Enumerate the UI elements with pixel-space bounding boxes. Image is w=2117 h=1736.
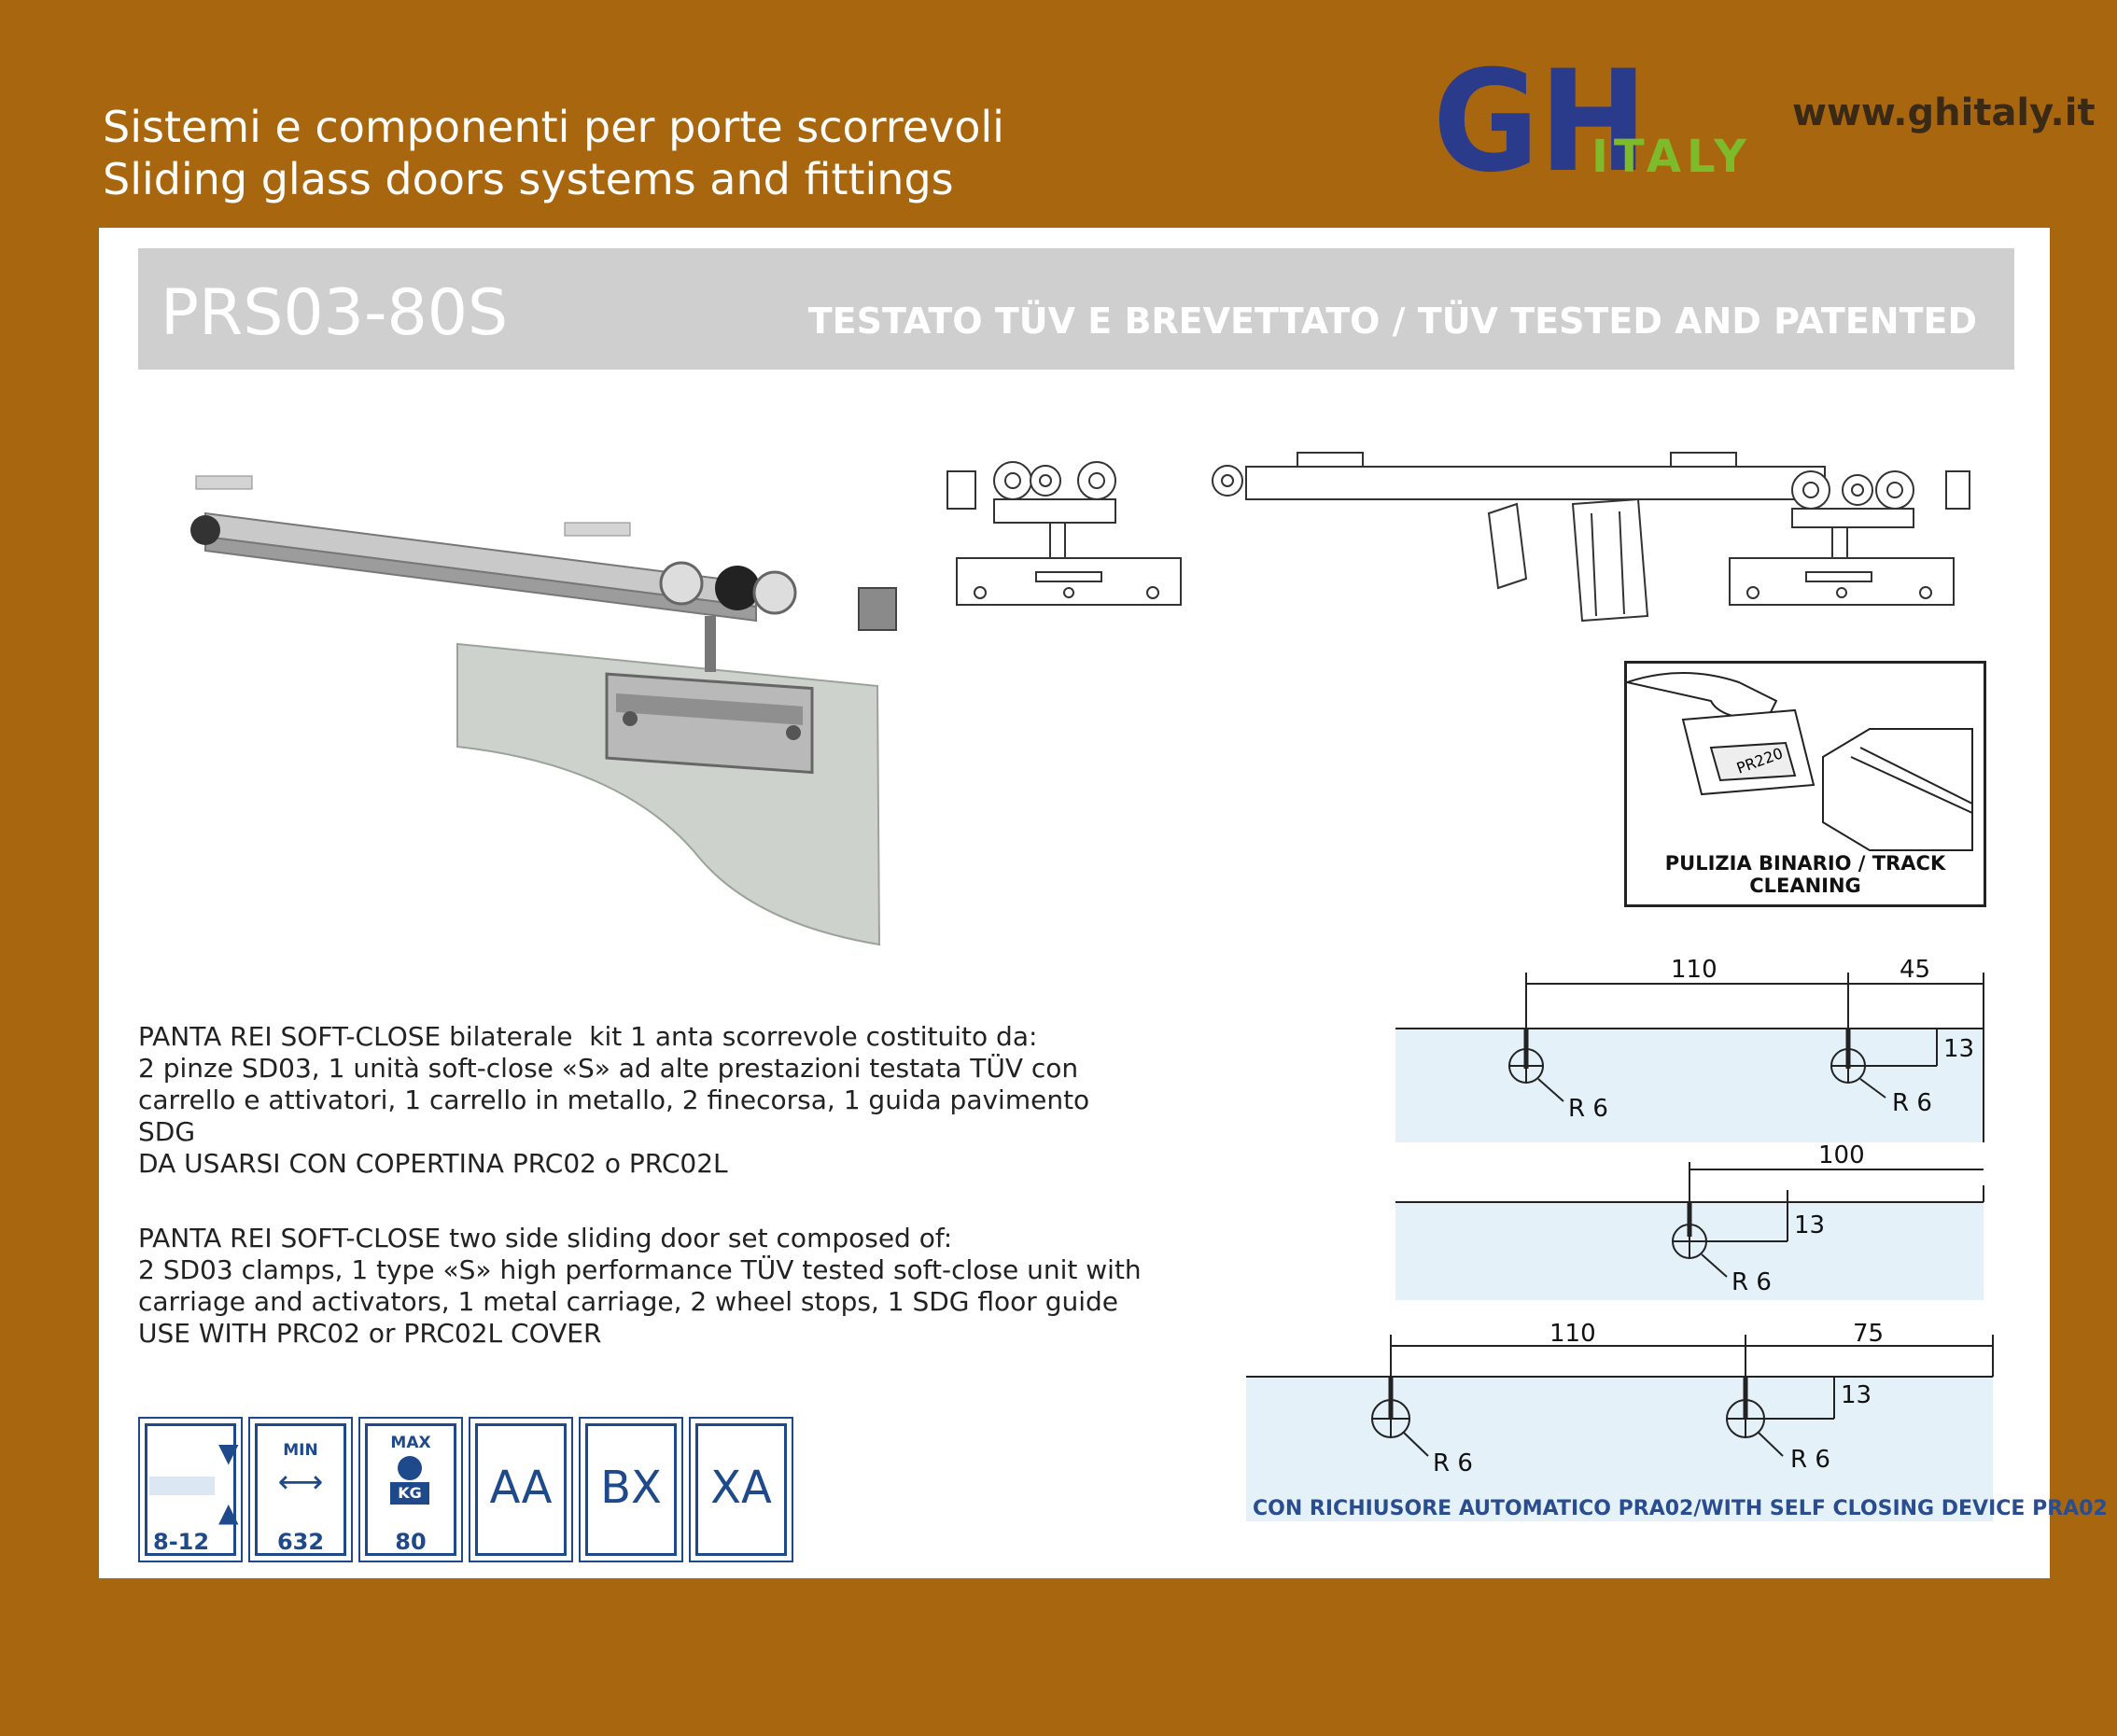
desc-en-line: PANTA REI SOFT-CLOSE two side sliding do…	[138, 1223, 953, 1253]
track-cleaning-illustration: PR220	[1623, 672, 1973, 851]
desc-it-line: DA USARSI CON COPERTINA PRC02 o PRC02L	[138, 1148, 728, 1179]
desc-it-line: carrello e attivatori, 1 carrello in met…	[138, 1085, 1090, 1115]
radius-r6-d: R 6	[1433, 1449, 1473, 1477]
dim-100: 100	[1818, 1141, 1865, 1169]
desc-it-line: SDG	[138, 1116, 196, 1147]
dim-110-a: 110	[1671, 956, 1717, 984]
desc-en-line: 2 SD03 clamps, 1 type «S» high performan…	[138, 1254, 1142, 1285]
technical-drawings-top	[946, 452, 1970, 623]
website-link[interactable]: www.ghitaly.it	[1792, 91, 2096, 134]
code-aa-icon: AA	[469, 1417, 573, 1562]
track-cleaning-label: PULIZIA BINARIO / TRACK CLEANING	[1664, 852, 1946, 897]
logo-gh-text: GH	[1433, 58, 1647, 179]
dim-75: 75	[1853, 1320, 1884, 1348]
description-italian: PANTA REI SOFT-CLOSE bilaterale kit 1 an…	[138, 1021, 1089, 1180]
track-cleaning-box: PR220 PULIZIA BINARIO / TRACK CLEANING	[1623, 661, 1986, 907]
min-width-icon: MIN ⟷ 632	[248, 1417, 353, 1562]
desc-en-line: USE WITH PRC02 or PRC02L COVER	[138, 1318, 602, 1349]
max-weight-icon: MAX KG 80	[358, 1417, 463, 1562]
product-title-band	[138, 248, 2014, 370]
logo-italy-text: ITALY	[1591, 131, 1752, 179]
code-bx-icon: BX	[579, 1417, 683, 1562]
dim-13-b: 13	[1794, 1211, 1825, 1239]
desc-en-line: carriage and activators, 1 metal carriag…	[138, 1286, 1119, 1317]
product-code: PRS03-80S	[161, 276, 509, 350]
tested-label: TESTATO TÜV E BREVETTATO / TÜV TESTED AN…	[807, 301, 1977, 342]
desc-it-line: PANTA REI SOFT-CLOSE bilaterale kit 1 an…	[138, 1021, 1038, 1052]
self-closing-note: CON RICHIUSORE AUTOMATICO PRA02/WITH SEL…	[1253, 1497, 2108, 1520]
dim-45: 45	[1900, 956, 1930, 984]
desc-it-line: 2 pinze SD03, 1 unità soft-close «S» ad …	[138, 1053, 1079, 1084]
tagline-english: Sliding glass doors systems and fittings	[103, 154, 954, 204]
dim-110-b: 110	[1549, 1320, 1596, 1348]
drilling-diagrams: 110 45 13 R 6 R 6 100 13 R 6 110 75 13 R…	[1246, 956, 1994, 1521]
product-3d-illustration	[190, 475, 897, 946]
radius-r6-b: R 6	[1892, 1089, 1932, 1117]
glass-thickness-icon: ▼ ▲ 8-12	[138, 1417, 243, 1562]
gh-italy-logo: GH ITALY	[1433, 58, 1752, 179]
radius-r6-c: R 6	[1731, 1268, 1772, 1296]
spec-icons: ▼ ▲ 8-12 MIN ⟷ 632 MAX KG 80 AA BX XA	[138, 1417, 801, 1564]
radius-r6-e: R 6	[1790, 1446, 1830, 1474]
code-xa-icon: XA	[689, 1417, 793, 1562]
tagline-italian: Sistemi e componenti per porte scorrevol…	[103, 102, 1004, 152]
description-english: PANTA REI SOFT-CLOSE two side sliding do…	[138, 1223, 1142, 1350]
dim-13-c: 13	[1841, 1381, 1872, 1409]
dim-13-a: 13	[1943, 1035, 1974, 1063]
radius-r6-a: R 6	[1568, 1095, 1608, 1123]
